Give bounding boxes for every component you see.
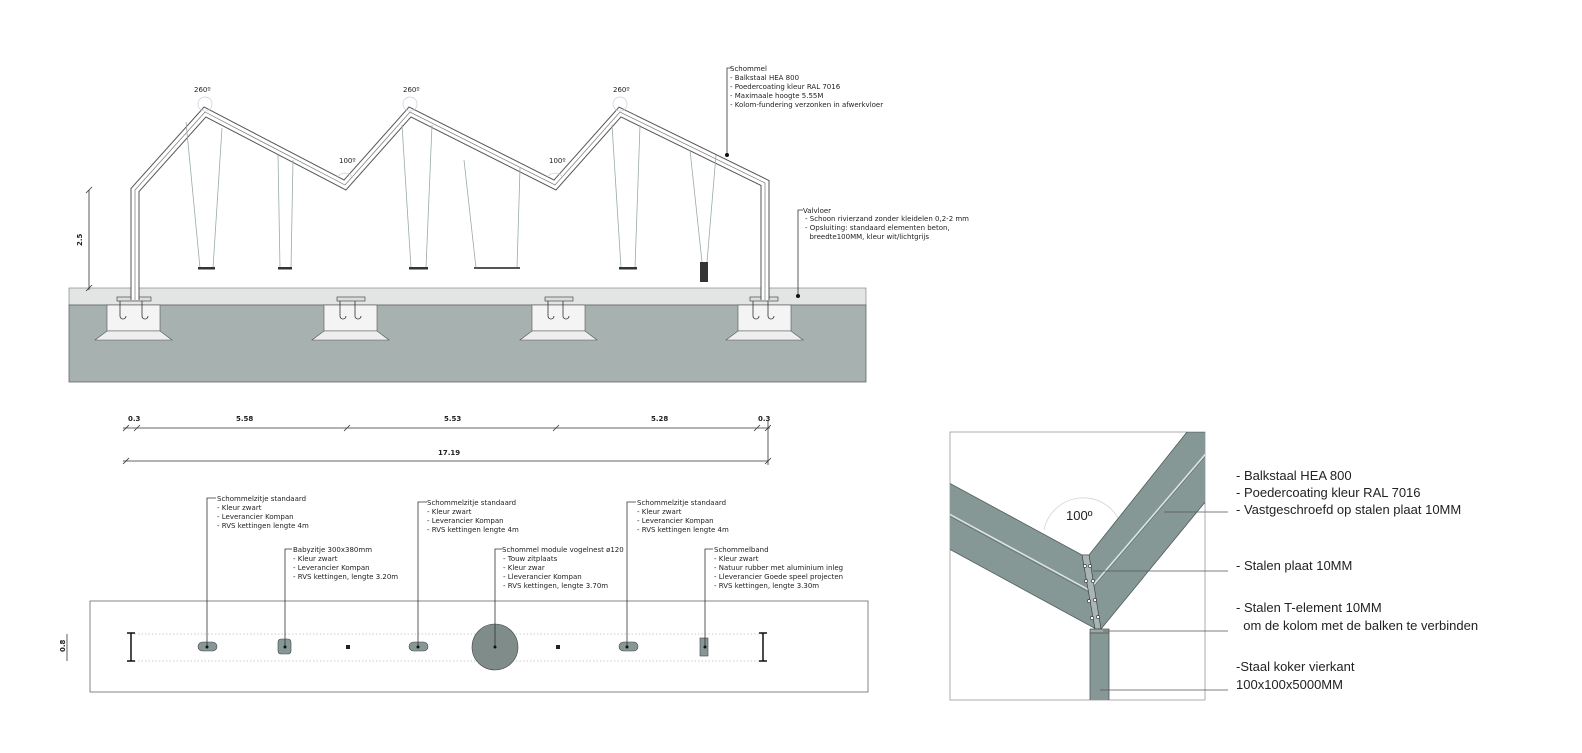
callout-text: - Leverancier Kompan (427, 517, 504, 525)
foundation (725, 296, 804, 341)
foundation (519, 296, 598, 341)
callout-text: - Kleur zwart (714, 555, 759, 563)
column (1089, 632, 1110, 700)
callout-text: - Natuur rubber met aluminium inleg (714, 564, 843, 572)
callout-text: - Leverancier Kompan (637, 517, 714, 525)
plan-callout: Schommelzitje standaard - Kleur zwart - … (416, 499, 519, 649)
dim-label: 5.58 (236, 415, 253, 423)
plan-callout: Schommelzitje standaard - Kleur zwart - … (205, 495, 309, 649)
swing-seat (409, 267, 428, 270)
detail-label: -Staal koker vierkant (1236, 659, 1355, 674)
detail-label: - Vastgeschroefd op stalen plaat 10MM (1236, 502, 1461, 517)
dim-label: 5.28 (651, 415, 668, 423)
callout-line: - Kolom-fundering verzonken in afwerkvlo… (730, 101, 883, 109)
post-marker (346, 645, 350, 649)
height-label: 2.5 (76, 233, 84, 246)
detail-label: 100x100x5000MM (1236, 677, 1343, 692)
callout-text: - RVS kettingen lengte 4m (637, 526, 729, 534)
elevation-view: 260º 260º 260º 100º 100º 2.5 Schommel - … (68, 65, 969, 383)
callout-line: - Opsluiting: standaard elementen beton, (805, 224, 950, 232)
strap-seat (700, 262, 708, 282)
callout-text: - Kleur zwart (217, 504, 262, 512)
callout-text: - Kleur zwart (293, 555, 338, 563)
callout-text: - Leverancier Kompan (293, 564, 370, 572)
connection-detail: 100º - Balkstaal HEA 800 - Poedercoating… (949, 431, 1478, 701)
detail-angle-label: 100º (1066, 508, 1093, 523)
angle-arcs (197, 96, 628, 179)
callout-text: - Touw zitplaats (503, 555, 558, 563)
plan-callout: Schommelzitje standaard - Kleur zwart - … (625, 499, 729, 649)
detail-label: - Poedercoating kleur RAL 7016 (1236, 485, 1421, 500)
foundation (311, 296, 390, 341)
callout-text: - Kleur zwart (637, 508, 682, 516)
callout-title: Valvloer (803, 207, 831, 215)
column-markers (127, 632, 767, 662)
dimension-chain: 0.3 5.58 5.53 5.28 0.3 17.19 (122, 415, 772, 465)
dim-label: 5.53 (444, 415, 461, 423)
dim-label: 0.3 (758, 415, 771, 423)
callout-text: Schommelzitje standaard (427, 499, 516, 507)
callout-line: - Poedercoating kleur RAL 7016 (730, 83, 841, 91)
callout-schommel: Schommel - Balkstaal HEA 800 - Poedercoa… (725, 65, 883, 157)
plan-view: 0.8 Schommelzitje standaard - Kleur zwar… (59, 495, 869, 693)
callout-text: Schommelzitje standaard (217, 495, 306, 503)
detail-label: - Stalen plaat 10MM (1236, 558, 1352, 573)
callout-text: - Lleverancier Kompan (503, 573, 582, 581)
swings (185, 121, 717, 282)
swing-seat (619, 267, 637, 270)
angle-label: 260º (613, 86, 630, 94)
plan-callout: Schommel module vogelnest ø120 - Touw zi… (493, 546, 624, 649)
angle-label: 260º (403, 86, 420, 94)
steel-frame (130, 96, 770, 300)
fall-surface-layer (68, 287, 867, 306)
bolts (1083, 564, 1100, 620)
post-marker (556, 645, 560, 649)
callout-line: - Balkstaal HEA 800 (730, 74, 799, 82)
callout-line: - Schoon rivierzand zonder kleidelen 0,2… (805, 215, 969, 223)
angle-labels: 260º 260º 260º 100º 100º (194, 86, 630, 165)
callout-text: Schommelzitje standaard (637, 499, 726, 507)
callout-text: - Kleur zwart (427, 508, 472, 516)
total-length-label: 17.19 (438, 449, 460, 457)
seat-standard (618, 641, 639, 652)
height-dimension: 2.5 (76, 186, 93, 292)
callout-text: - RVS kettingen, lengte 3.20m (293, 573, 398, 581)
plan-callout: Schommelband - Kleur zwart - Natuur rubb… (703, 546, 843, 649)
callout-title: Schommel (730, 65, 767, 73)
angle-label: 100º (339, 157, 356, 165)
callout-valvloer: Valvloer - Schoon rivierzand zonder klei… (796, 207, 969, 298)
plan-width-label: 0.8 (59, 639, 67, 652)
callout-text: Schommel module vogelnest ø120 (502, 546, 624, 554)
swing-seat (198, 267, 215, 270)
callout-text: - Lleverancier Goede speel projecten (714, 573, 843, 581)
angle-label: 100º (549, 157, 566, 165)
soil-layer (68, 304, 867, 383)
callout-text: Babyzitje 300x380mm (293, 546, 372, 554)
callout-text: Schommelband (714, 546, 769, 554)
callout-text: - Leverancier Kompan (217, 513, 294, 521)
callout-line: - Maximaale hoogte 5.55M (730, 92, 823, 100)
callout-text: - RVS kettingen lengte 4m (427, 526, 519, 534)
baby-seat (278, 267, 292, 270)
detail-label: om de kolom met de balken te verbinden (1236, 618, 1478, 633)
dim-label: 0.3 (128, 415, 141, 423)
callout-text: - Kleur zwar (503, 564, 545, 572)
angle-label: 260º (194, 86, 211, 94)
callout-text: - RVS kettingen, lengte 3.70m (503, 582, 608, 590)
detail-label: - Stalen T-element 10MM (1236, 600, 1382, 615)
callout-text: - RVS kettingen, lengte 3.30m (714, 582, 819, 590)
detail-label: - Balkstaal HEA 800 (1236, 468, 1352, 483)
callout-text: - RVS kettingen lengte 4m (217, 522, 309, 530)
plan-callout: Babyzitje 300x380mm - Kleur zwart - Leve… (283, 546, 398, 649)
birdnest-seat (474, 267, 520, 269)
callout-line: breedte100MM, kleur wit/lichtgrijs (805, 233, 929, 241)
